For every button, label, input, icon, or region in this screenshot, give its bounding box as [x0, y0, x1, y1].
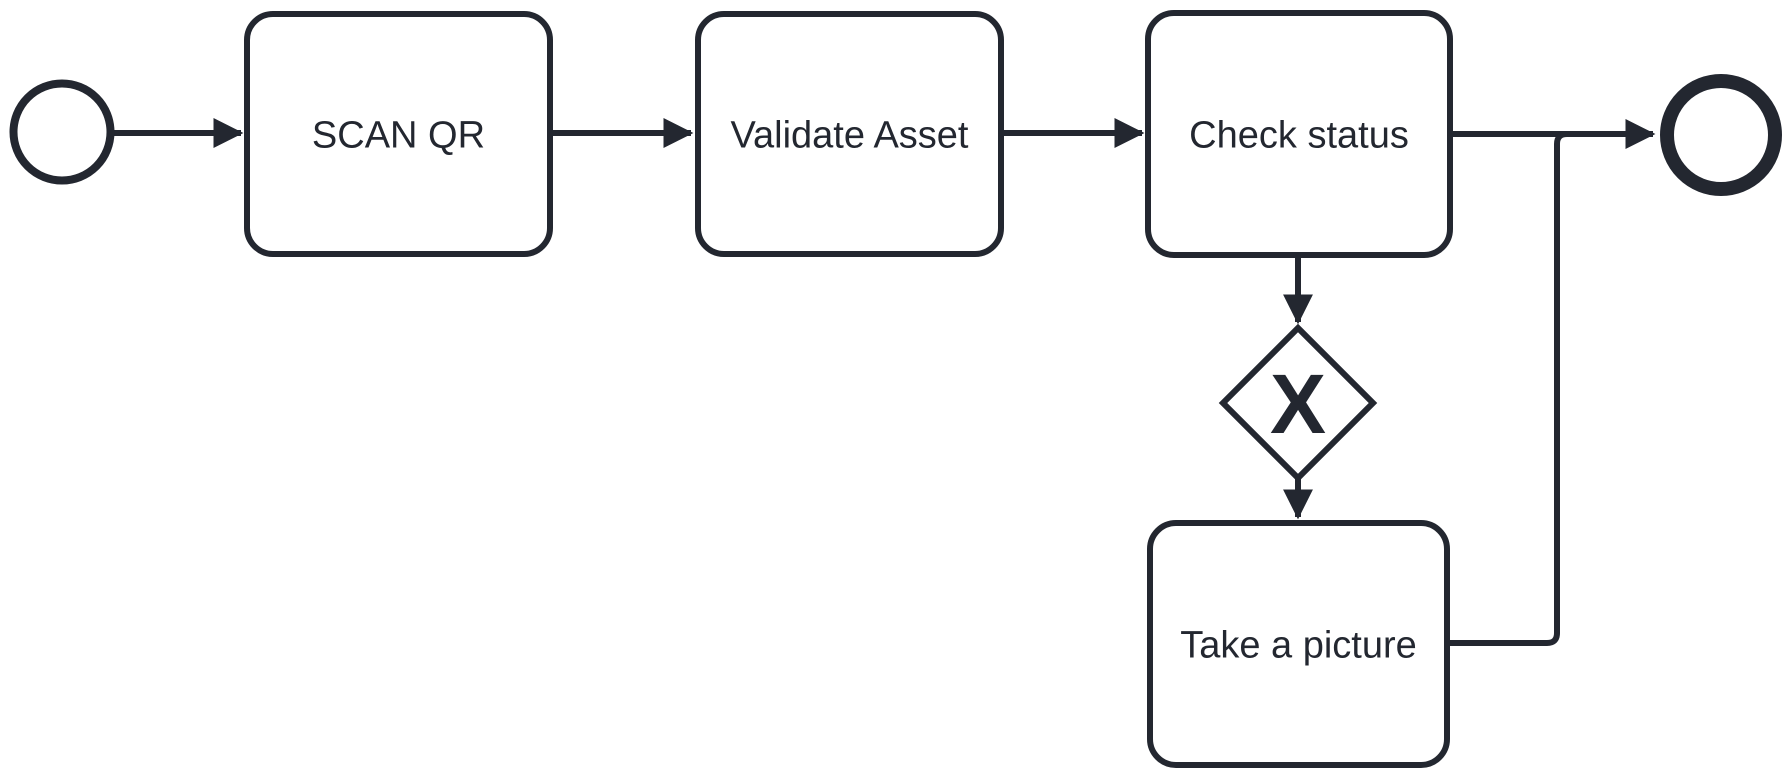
exclusive-gateway[interactable]: X	[1218, 323, 1378, 483]
end-event[interactable]	[1660, 74, 1782, 196]
task-validate-asset-box[interactable]	[695, 11, 1004, 257]
task-take-picture-label: Take a picture	[1180, 625, 1417, 667]
task-scan-qr[interactable]: SCAN QR	[244, 11, 553, 257]
task-take-picture[interactable]: Take a picture	[1147, 520, 1450, 768]
task-check-status-label: Check status	[1189, 115, 1409, 157]
exclusive-gateway-diamond[interactable]	[1218, 323, 1378, 483]
start-event[interactable]	[9, 79, 115, 185]
task-validate-asset-label: Validate Asset	[730, 115, 968, 157]
exclusive-gateway-x-icon: X	[1270, 357, 1326, 451]
task-check-status[interactable]: Check status	[1145, 10, 1453, 258]
task-scan-qr-box[interactable]	[244, 11, 553, 257]
task-scan-qr-label: SCAN QR	[312, 115, 485, 157]
task-validate-asset[interactable]: Validate Asset	[695, 11, 1004, 257]
flow-take-picture-to-end[interactable]	[1447, 131, 1568, 646]
task-check-status-box[interactable]	[1145, 10, 1453, 258]
task-take-picture-box[interactable]	[1147, 520, 1450, 768]
